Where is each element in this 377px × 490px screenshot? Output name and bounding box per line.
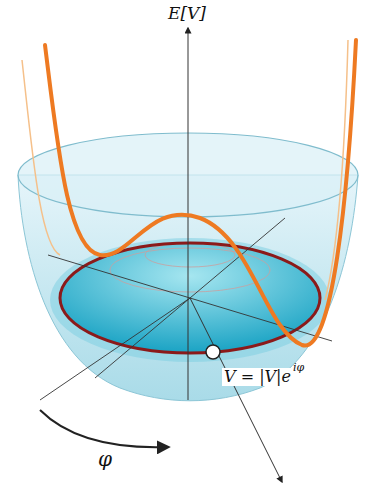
field-axis — [190, 298, 282, 482]
potential-curve — [45, 40, 356, 346]
side-curve — [22, 60, 60, 255]
contour — [145, 243, 235, 267]
trough — [50, 238, 330, 362]
math-label: φ — [96, 448, 114, 470]
field-point — [206, 345, 220, 359]
math-label: V = |V|e — [222, 368, 293, 386]
superscript-label: iφ — [291, 362, 306, 374]
math-label: E[V] — [166, 4, 208, 23]
contour — [110, 248, 270, 292]
phase-arc — [40, 410, 168, 447]
